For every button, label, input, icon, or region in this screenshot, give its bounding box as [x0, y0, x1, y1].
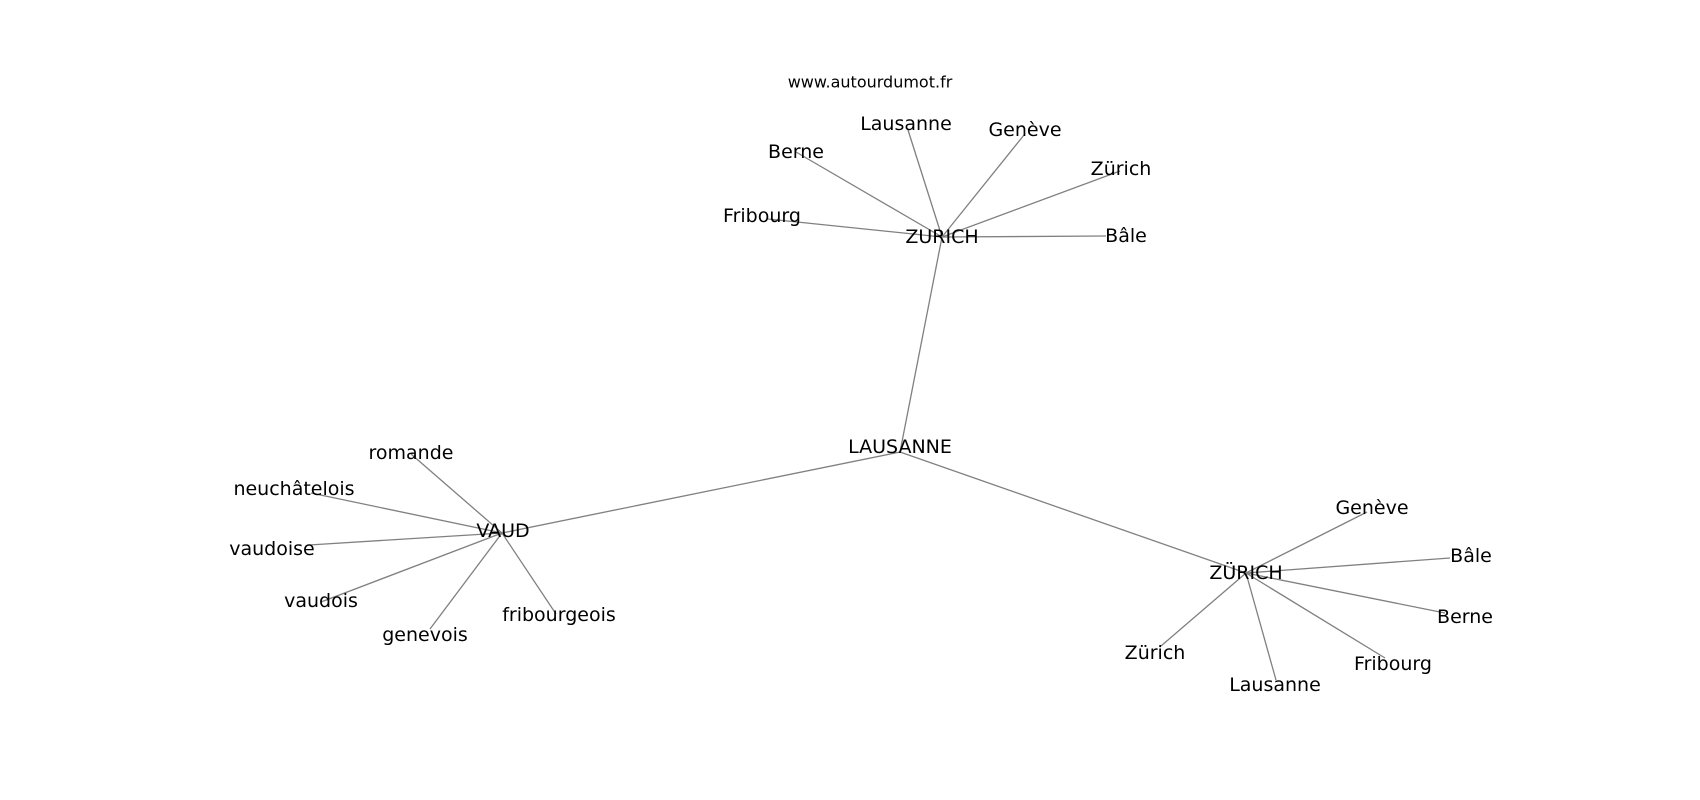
edge-zurich-z-berne [795, 151, 943, 238]
node-v-vaudois: vaudois [284, 590, 358, 612]
node-z-berne: Berne [768, 141, 824, 163]
node-u-berne: Berne [1437, 606, 1493, 628]
node-z-lausanne: Lausanne [860, 113, 952, 135]
edge-zurich2-u-zurich [1160, 572, 1247, 647]
node-v-romande: romande [369, 442, 454, 464]
edge-zurich2-u-bale [1245, 557, 1451, 574]
node-u-fribourg: Fribourg [1354, 653, 1432, 675]
edge-zurich-z-lausanne [907, 129, 943, 238]
edge-zurich-z-zurich [941, 170, 1121, 238]
node-v-genevois: genevois [382, 624, 468, 646]
graph-edges [308, 129, 1451, 681]
edge-vaud-v-fribourgeois [501, 532, 557, 615]
node-vaud: VAUD [476, 520, 529, 542]
edge-zurich2-u-berne [1245, 572, 1446, 614]
edge-vaud-v-vaudoise [308, 532, 503, 546]
node-u-zurich: Zürich [1125, 642, 1186, 664]
edge-vaud-v-romande [410, 453, 503, 534]
edge-vaud-v-vaudois [320, 532, 503, 603]
node-z-bale: Bâle [1105, 225, 1147, 247]
node-u-bale: Bâle [1450, 545, 1492, 567]
node-v-fribourgeois: fribourgeois [502, 604, 616, 626]
node-v-neuchatelois: neuchâtelois [233, 478, 354, 500]
edge-lausanne-zurich [899, 236, 943, 453]
edge-zurich-z-geneve [941, 134, 1025, 238]
node-lausanne: LAUSANNE [848, 436, 952, 458]
node-z-fribourg: Fribourg [723, 205, 801, 227]
node-z-geneve: Genève [988, 119, 1061, 141]
edge-lausanne-vaud [501, 451, 901, 534]
edge-zurich2-u-lausanne [1245, 572, 1277, 681]
edge-vaud-v-genevois [429, 532, 503, 630]
node-u-lausanne: Lausanne [1229, 674, 1321, 696]
edge-zurich-z-fribourg [767, 218, 943, 238]
edge-vaud-v-neuchatelois [310, 492, 503, 534]
edge-zurich-z-bale [941, 235, 1107, 238]
edge-zurich2-u-fribourg [1245, 572, 1386, 659]
watermark-text: www.autourdumot.fr [788, 73, 953, 92]
edge-zurich2-u-geneve [1245, 511, 1368, 574]
node-u-geneve: Genève [1335, 497, 1408, 519]
node-zurich2: ZÜRICH [1209, 561, 1282, 584]
node-zurich: ZURICH [905, 226, 978, 248]
node-v-vaudoise: vaudoise [229, 538, 314, 560]
edge-lausanne-zurich2 [899, 451, 1247, 574]
node-z-zurich: Zürich [1091, 158, 1152, 180]
